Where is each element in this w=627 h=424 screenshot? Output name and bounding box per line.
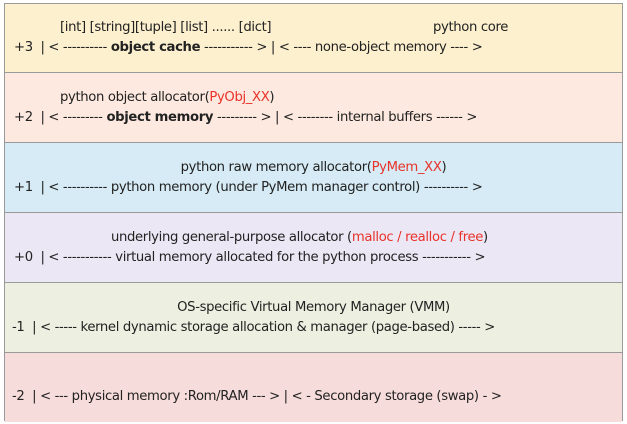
layer-plus2-range: +2 | < --------- object memory ---------… [14,110,477,125]
pymem-api-label: PyMem_XX [371,160,442,175]
layer-plus1-title: python raw memory allocator(PyMem_XX) [5,160,622,175]
title-close: ) [483,230,488,245]
layer-minus2-range: -2 | < --- physical memory :Rom/RAM --- … [12,389,502,404]
title-text: python raw memory allocator( [180,160,372,175]
title-text: python object allocator( [60,90,210,105]
object-memory-label: object memory [106,110,214,125]
layer-plus1-range: +1 | < ---------- python memory (under P… [14,180,483,195]
layer-plus3-range: +3 | < ---------- object cache ---------… [14,40,483,55]
memory-layer-stack: [int] [string][tuple] [list] ...... [dic… [4,3,623,422]
title-text: underlying general-purpose allocator ( [111,230,352,245]
layer-minus1-range: -1 | < ----- kernel dynamic storage allo… [12,320,495,335]
layer-plus3: [int] [string][tuple] [list] ...... [dic… [5,4,622,73]
level-label: +2 [14,110,33,125]
level-label: +1 [14,180,33,195]
layer-plus1: python raw memory allocator(PyMem_XX) +1… [5,143,622,213]
range-text: | < --- physical memory :Rom/RAM --- > |… [32,389,502,404]
layer-plus0: underlying general-purpose allocator (ma… [5,213,622,283]
object-cache-label: object cache [110,40,201,55]
layer-plus0-title: underlying general-purpose allocator (ma… [111,230,488,245]
level-label: -2 [12,389,25,404]
range-text: | < ----- kernel dynamic storage allocat… [32,320,495,335]
layer-minus1-title: OS-specific Virtual Memory Manager (VMM) [177,300,450,315]
malloc-api-label: malloc / realloc / free [351,230,484,245]
layer-plus0-range: +0 | < ----------- virtual memory alloca… [14,250,486,265]
level-label: -1 [12,320,25,335]
range-prefix: | < --------- [40,110,107,125]
range-text: | < ----------- virtual memory allocated… [40,250,486,265]
layer-minus1: OS-specific Virtual Memory Manager (VMM)… [5,283,622,353]
range-prefix: | < ---------- [40,40,111,55]
title-close: ) [269,90,275,105]
layer-plus2-title: python object allocator(PyObj_XX) [60,90,275,105]
layer-plus3-types: [int] [string][tuple] [list] ...... [dic… [60,20,272,35]
title-close: ) [441,160,447,175]
level-label: +0 [14,250,33,265]
level-label: +3 [14,40,33,55]
range-suffix: ----------- > | < ---- none-object memor… [200,40,483,55]
layer-plus2: python object allocator(PyObj_XX) +2 | <… [5,73,622,143]
range-suffix: --------- > | < -------- internal buffer… [213,110,478,125]
layer-minus2: -2 | < --- physical memory :Rom/RAM --- … [5,353,622,422]
layer-plus3-core-label: python core [433,20,509,35]
pyobj-api-label: PyObj_XX [209,90,270,105]
range-text: | < ---------- python memory (under PyMe… [40,180,483,195]
